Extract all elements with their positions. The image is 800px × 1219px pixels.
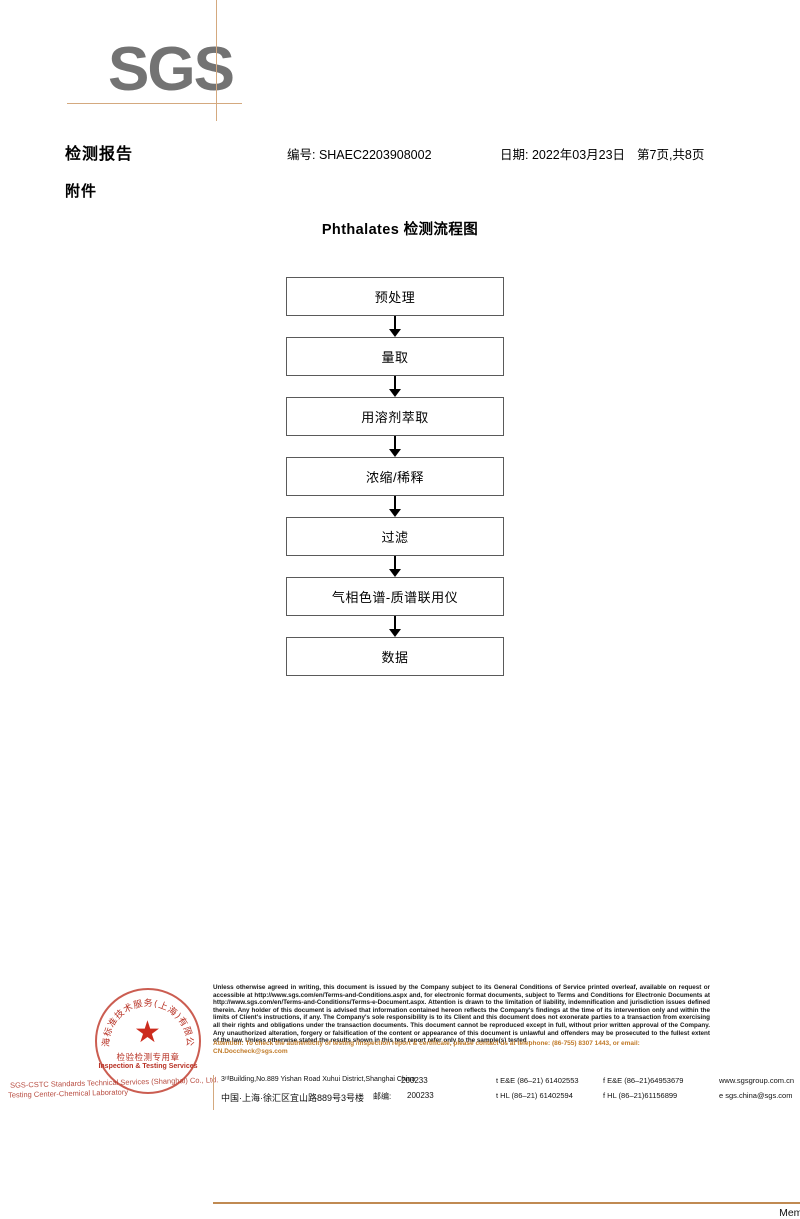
page-indicator: 第7页,共8页 <box>637 148 705 162</box>
telephone-hl: t HL (86–21) 61402594 <box>496 1091 573 1100</box>
stamp-cn-label: 检验检测专用章 <box>116 1052 180 1062</box>
sgs-group-member-line: Member of the SGS Group (SGS SA) <box>779 1207 800 1219</box>
flowchart-step: 用溶剂萃取 <box>286 397 504 436</box>
address-chinese: 中国·上海·徐汇区宜山路889号3号楼 <box>221 1093 365 1103</box>
postal-code-label: 邮编: <box>373 1092 392 1101</box>
flowchart-arrow-icon <box>286 616 504 637</box>
postal-code-english: 200233 <box>401 1076 428 1085</box>
flowchart-step: 气相色谱-质谱联用仪 <box>286 577 504 616</box>
website-link[interactable]: www.sgsgroup.com.cn <box>719 1076 795 1085</box>
logo-horizontal-rule <box>67 103 242 104</box>
postal-code-chinese: 200233 <box>407 1091 434 1100</box>
legal-disclaimer-text: Unless otherwise agreed in writing, this… <box>213 984 710 1045</box>
flowchart-arrow-icon <box>286 316 504 337</box>
stamp-overprint-laboratory: Testing Center-Chemical Laboratory <box>7 1087 129 1100</box>
address-vertical-rule <box>213 1075 214 1110</box>
footer-horizontal-rule <box>213 1202 800 1204</box>
stamp-en-label: Inspection & Testing Services <box>98 1063 198 1070</box>
flowchart-title: Phthalates 检测流程图 <box>321 222 479 238</box>
stamp-arc-text: 上海标准技术服务(上海)有限公司 <box>95 988 194 1047</box>
company-stamp-icon: 上海标准技术服务(上海)有限公司 ★ 检验检测专用章 Inspection & … <box>95 988 201 1094</box>
flowchart: 预处理 量取 用溶剂萃取 浓缩/稀释 过滤 气相色谱-质谱联用仪 数据 <box>286 277 504 676</box>
flowchart-node-data: 数据 <box>286 637 504 676</box>
fax-hl: f HL (86–21)61156899 <box>603 1091 678 1100</box>
report-date: 日期: 2022年03月23日 <box>500 148 626 162</box>
sgs-logo-block: SGS <box>0 0 800 130</box>
sgs-logo-wordmark: SGS <box>108 35 235 104</box>
flowchart-step: 量取 <box>286 337 504 376</box>
stamp-star-icon: ★ <box>134 1016 161 1049</box>
flowchart-node-concentrate-dilute: 浓缩/稀释 <box>286 457 504 496</box>
logo-vertical-rule <box>216 0 217 121</box>
address-english: 3ʳᵈBuilding,No.889 Yishan Road Xuhui Dis… <box>221 1076 416 1083</box>
email-link[interactable]: e sgs.china@sgs.com <box>719 1091 793 1100</box>
flowchart-arrow-icon <box>286 496 504 517</box>
flowchart-node-solvent-extraction: 用溶剂萃取 <box>286 397 504 436</box>
flowchart-step: 浓缩/稀释 <box>286 457 504 496</box>
flowchart-arrow-icon <box>286 376 504 397</box>
flowchart-node-pretreatment: 预处理 <box>286 277 504 316</box>
page-title: 检测报告 <box>65 146 134 163</box>
flowchart-step: 数据 <box>286 637 504 676</box>
fax-ee: f E&E (86–21)64953679 <box>603 1076 684 1085</box>
telephone-ee: t E&E (86–21) 61402553 <box>496 1076 579 1085</box>
attachment-label: 附件 <box>65 183 98 200</box>
flowchart-arrow-icon <box>286 556 504 577</box>
flowchart-step: 预处理 <box>286 277 504 316</box>
flowchart-node-measure: 量取 <box>286 337 504 376</box>
flowchart-node-gcms: 气相色谱-质谱联用仪 <box>286 577 504 616</box>
flowchart-step: 过滤 <box>286 517 504 556</box>
report-number: 编号: SHAEC2203908002 <box>287 148 432 162</box>
legal-attention-text: Attention: To check the authenticity of … <box>213 1040 640 1055</box>
flowchart-arrow-icon <box>286 436 504 457</box>
stamp-ring <box>95 988 201 1094</box>
flowchart-node-filtration: 过滤 <box>286 517 504 556</box>
